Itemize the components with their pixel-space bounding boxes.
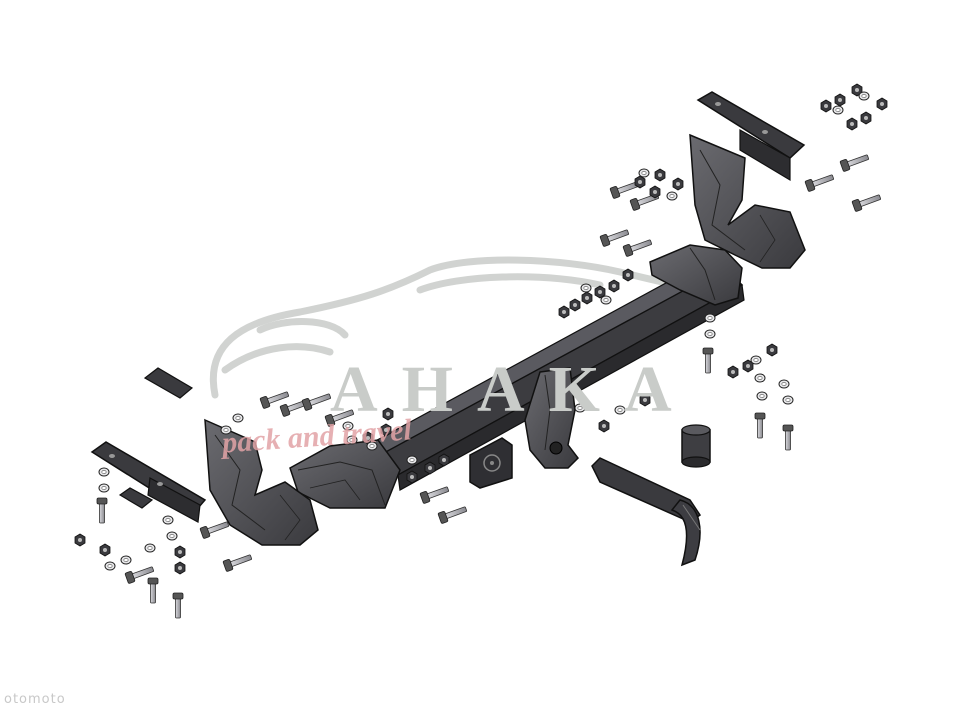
towball-arm (591, 457, 702, 567)
corner-watermark: otomoto (4, 692, 66, 707)
left-top-rail (90, 441, 207, 523)
right-top-rail (696, 91, 806, 182)
watermark-brand: AHAKA (330, 353, 696, 426)
right-side-plate (689, 133, 806, 269)
electrical-socket-plate (469, 437, 513, 489)
left-side-plate (204, 418, 319, 546)
clamp-plate-lower (118, 487, 154, 509)
clamp-plate-upper (143, 367, 194, 399)
watermark-car-logo (209, 256, 739, 399)
center-hanger-bracket (524, 367, 579, 469)
towball (681, 424, 711, 468)
